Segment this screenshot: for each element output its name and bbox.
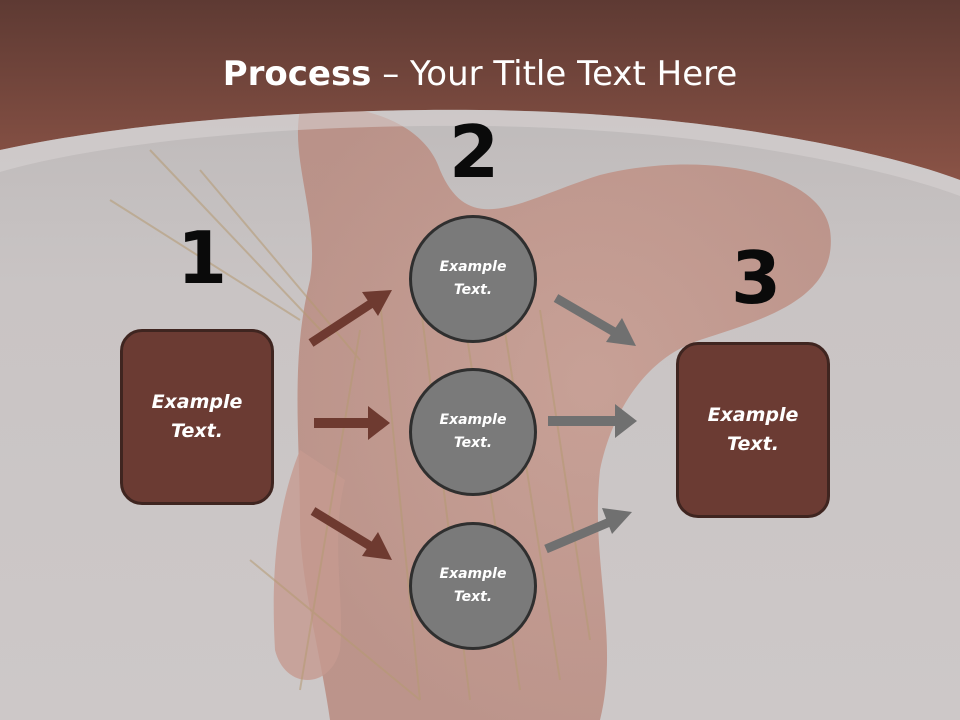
arrow-left-mid [314, 406, 390, 440]
circle-top-line1: Example [439, 259, 507, 275]
circle-bottom-line2: Text. [453, 589, 493, 605]
circle-bottom-line1: Example [439, 566, 507, 582]
circle-middle-line1: Example [439, 412, 507, 428]
left-box-line1: Example [151, 391, 243, 413]
title-rest: – Your Title Text Here [371, 54, 738, 94]
circle-middle-line2: Text. [453, 435, 493, 451]
left-process-box: Example Text. [120, 329, 274, 505]
title-bold: Process [222, 54, 372, 94]
process-circle-bottom: Example Text. [409, 522, 537, 650]
arrow-right-up [544, 508, 632, 554]
arrow-left-up [308, 290, 392, 347]
arrow-left-down [310, 507, 392, 560]
process-circle-top: Example Text. [409, 215, 537, 343]
left-box-line2: Text. [171, 420, 223, 442]
step-number-3: 3 [731, 236, 782, 320]
process-circle-middle: Example Text. [409, 368, 537, 496]
right-box-line1: Example [707, 404, 799, 426]
right-box-line2: Text. [727, 433, 779, 455]
step-number-1: 1 [177, 216, 228, 300]
circle-top-line2: Text. [453, 282, 493, 298]
step-number-2: 2 [449, 110, 500, 194]
arrow-right-mid [548, 404, 637, 438]
right-process-box: Example Text. [676, 342, 830, 518]
arrow-right-down [553, 294, 636, 346]
slide-title: Process – Your Title Text Here [0, 52, 960, 96]
